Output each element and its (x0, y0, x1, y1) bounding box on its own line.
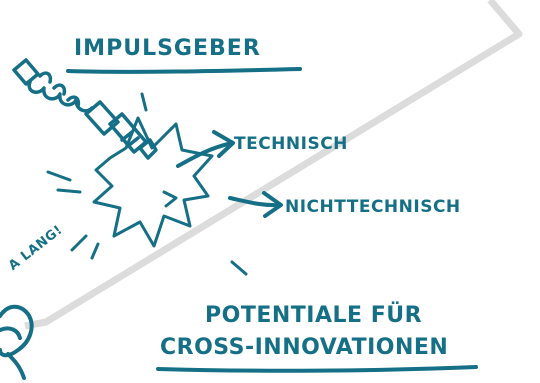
result-line-1: POTENTIALE FÜR (205, 303, 423, 328)
title-underline (66, 67, 302, 74)
title-impulsgeber: IMPULSGEBER (74, 36, 261, 61)
result-line-2: CROSS-INNOVATIONEN (160, 335, 449, 360)
result-underline (156, 365, 478, 373)
branch-label-nichttechnisch: NICHTTECHNISCH (285, 197, 461, 217)
arrow-right-icon[interactable] (228, 191, 283, 218)
hand-icon (0, 304, 34, 380)
branch-label-technisch: TECHNISCH (234, 134, 348, 154)
spark-plug-icon (12, 58, 158, 160)
frame-edge (24, 0, 523, 330)
arrow-right-icon[interactable] (176, 130, 235, 168)
explosion-icon (46, 92, 248, 276)
